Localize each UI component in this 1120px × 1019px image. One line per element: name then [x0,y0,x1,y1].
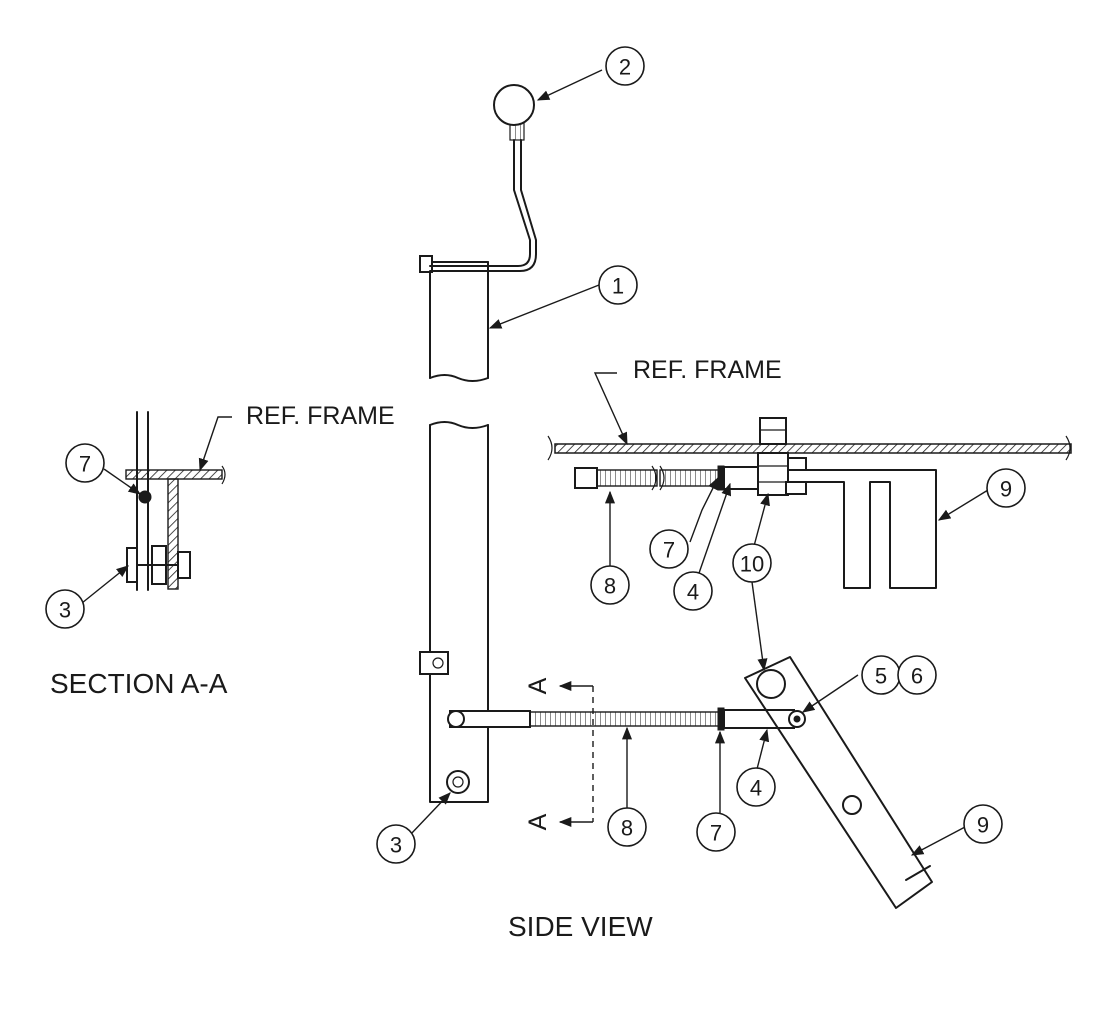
svg-text:4: 4 [687,580,699,605]
svg-text:7: 7 [79,452,91,477]
cap-bolt [419,255,433,273]
pivot-bolt [446,770,470,794]
svg-text:3: 3 [390,833,402,858]
threaded-rod-upper [596,469,658,487]
svg-text:10: 10 [740,552,764,577]
leaders [81,69,989,856]
section-bolt-head [126,547,138,583]
handle-rod [429,139,531,267]
svg-text:8: 8 [604,574,616,599]
svg-text:7: 7 [710,821,722,846]
callout-9-lower: 9 [963,804,1003,844]
callout-3-section: 3 [45,589,85,629]
lever-assembly [419,84,537,803]
section-cut-line: A A [524,677,594,830]
svg-text:6: 6 [911,664,923,689]
svg-text:9: 9 [1000,477,1012,502]
clevis-lower [723,709,795,729]
section-marker-top: A [524,677,552,694]
svg-text:4: 4 [750,776,762,801]
ref-frame-bar [554,443,1072,454]
svg-text:9: 9 [977,813,989,838]
callout-7-upper: 7 [649,529,689,569]
callout-6: 6 [897,655,937,695]
knob [493,84,535,126]
section-marker-bottom: A [524,813,552,830]
lower-linkage [447,707,806,731]
bracket-pivot-hole [756,669,786,699]
svg-text:8: 8 [621,816,633,841]
section-frame [125,469,223,480]
nut-stack [757,452,789,496]
section-title: SECTION A-A [50,668,228,699]
frame-bolt [759,417,787,445]
callout-5: 5 [861,655,901,695]
section-a-a [125,411,226,591]
callout-4-lower: 4 [736,767,776,807]
callout-4-upper: 4 [673,571,713,611]
ref-frame-label-section: REF. FRAME [246,402,395,430]
callout-7-lower: 7 [696,812,736,852]
side-view-title: SIDE VIEW [508,911,653,942]
svg-text:3: 3 [59,598,71,623]
section-jam-nut [138,490,152,504]
callout-1: 1 [598,265,638,305]
callout-9-upper: 9 [986,468,1026,508]
rod-end-upper [574,467,598,489]
callout-2: 2 [605,46,645,86]
lever-clip [419,651,449,675]
bracket-upper [787,469,937,589]
svg-text:2: 2 [619,55,631,80]
callout-10: 10 [732,543,772,583]
svg-text:7: 7 [663,538,675,563]
threaded-rod-lower [529,711,721,727]
ref-frame-label-side: REF. FRAME [633,356,782,384]
callout-8-upper: 8 [590,565,630,605]
svg-text:1: 1 [612,274,624,299]
callout-3-side: 3 [376,824,416,864]
callout-8-lower: 8 [607,807,647,847]
svg-text:5: 5 [875,664,887,689]
lever-tube-lower [429,424,489,803]
bracket-lower [744,656,933,909]
callout-7-section: 7 [65,443,105,483]
lever-tube-upper [429,261,489,379]
bracket-hole [842,795,862,815]
frame-assembly [547,417,1072,589]
